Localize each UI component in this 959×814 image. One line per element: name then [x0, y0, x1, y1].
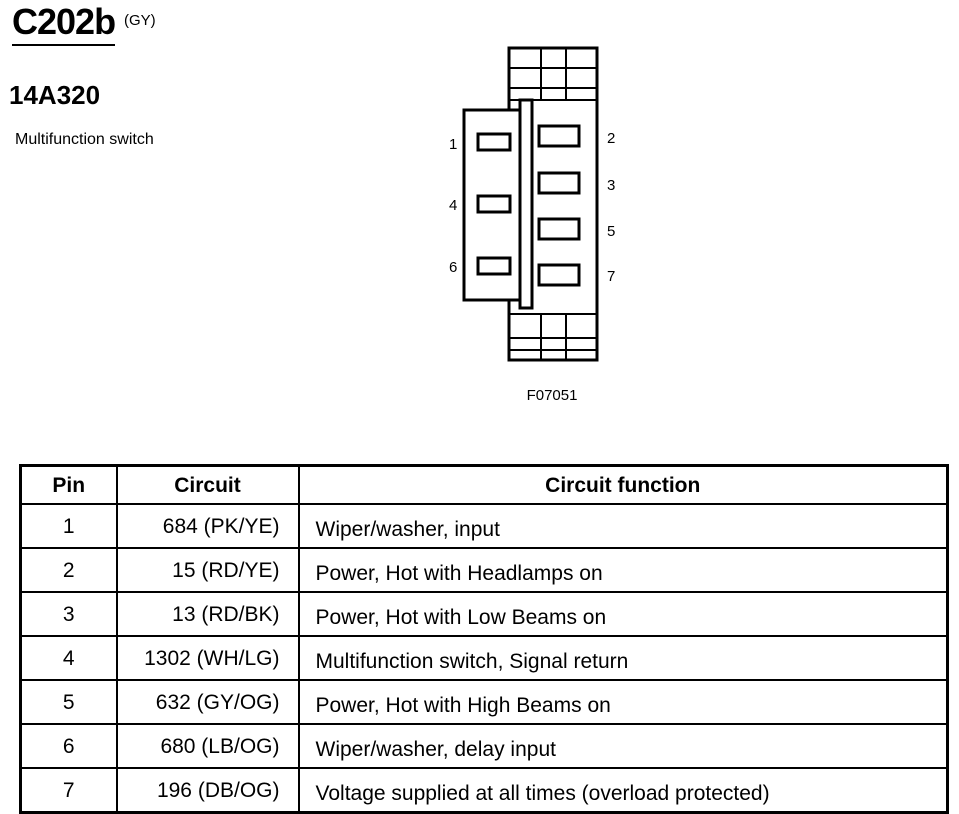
cell-function: Power, Hot with High Beams on	[297, 679, 949, 725]
cell-pin: 6	[19, 723, 118, 769]
pin-1-slot	[476, 132, 512, 152]
connector-color: (GY)	[124, 12, 156, 29]
cell-function: Multifunction switch, Signal return	[297, 635, 949, 681]
cell-function: Power, Hot with Headlamps on	[297, 547, 949, 593]
cell-pin: 7	[19, 767, 118, 814]
cell-function: Wiper/washer, delay input	[297, 723, 949, 769]
header-circuit-function: Circuit function	[297, 464, 949, 505]
cell-pin: 2	[19, 547, 118, 593]
pin-label-7: 7	[607, 268, 615, 285]
pin-table: Pin Circuit Circuit function 1 684 (PK/Y…	[19, 464, 949, 814]
cell-circuit: 13 (RD/BK)	[115, 591, 300, 637]
header-pin: Pin	[19, 464, 118, 505]
pin-3-slot	[537, 171, 581, 195]
pin-label-1: 1	[449, 136, 457, 153]
cell-circuit: 15 (RD/YE)	[115, 547, 300, 593]
cell-function: Wiper/washer, input	[297, 503, 949, 549]
figure-id: F07051	[526, 387, 578, 404]
pin-label-6: 6	[449, 259, 457, 276]
table-row: 1 684 (PK/YE) Wiper/washer, input	[19, 503, 949, 549]
part-number: 14A320	[9, 80, 101, 110]
component-name: Multifunction switch	[15, 131, 154, 148]
cell-function: Voltage supplied at all times (overload …	[297, 767, 949, 814]
pin-2-slot	[537, 124, 581, 148]
pin-label-2: 2	[607, 130, 615, 147]
table-row: 2 15 (RD/YE) Power, Hot with Headlamps o…	[19, 547, 949, 593]
pin-5-slot	[537, 217, 581, 241]
pin-label-3: 3	[607, 177, 615, 194]
connector-id: C202b	[12, 2, 116, 46]
cell-function: Power, Hot with Low Beams on	[297, 591, 949, 637]
table-row: 7 196 (DB/OG) Voltage supplied at all ti…	[19, 767, 949, 814]
cell-pin: 3	[19, 591, 118, 637]
header-circuit: Circuit	[115, 464, 300, 505]
cell-circuit: 684 (PK/YE)	[115, 503, 300, 549]
table-row: 4 1302 (WH/LG) Multifunction switch, Sig…	[19, 635, 949, 681]
cell-circuit: 632 (GY/OG)	[115, 679, 300, 725]
cell-pin: 4	[19, 635, 118, 681]
pin-6-slot	[476, 256, 512, 276]
cell-circuit: 1302 (WH/LG)	[115, 635, 300, 681]
cell-pin: 1	[19, 503, 118, 549]
pin-7-slot	[537, 263, 581, 287]
table-row: 3 13 (RD/BK) Power, Hot with Low Beams o…	[19, 591, 949, 637]
cell-circuit: 680 (LB/OG)	[115, 723, 300, 769]
cell-circuit: 196 (DB/OG)	[115, 767, 300, 814]
cell-pin: 5	[19, 679, 118, 725]
table-header-row: Pin Circuit Circuit function	[19, 464, 949, 505]
table-row: 5 632 (GY/OG) Power, Hot with High Beams…	[19, 679, 949, 725]
pin-label-4: 4	[449, 197, 457, 214]
pin-label-5: 5	[607, 223, 615, 240]
table-row: 6 680 (LB/OG) Wiper/washer, delay input	[19, 723, 949, 769]
connector-diagram: 1 4 6 2 3 5 7	[449, 46, 615, 362]
pin-4-slot	[476, 194, 512, 214]
